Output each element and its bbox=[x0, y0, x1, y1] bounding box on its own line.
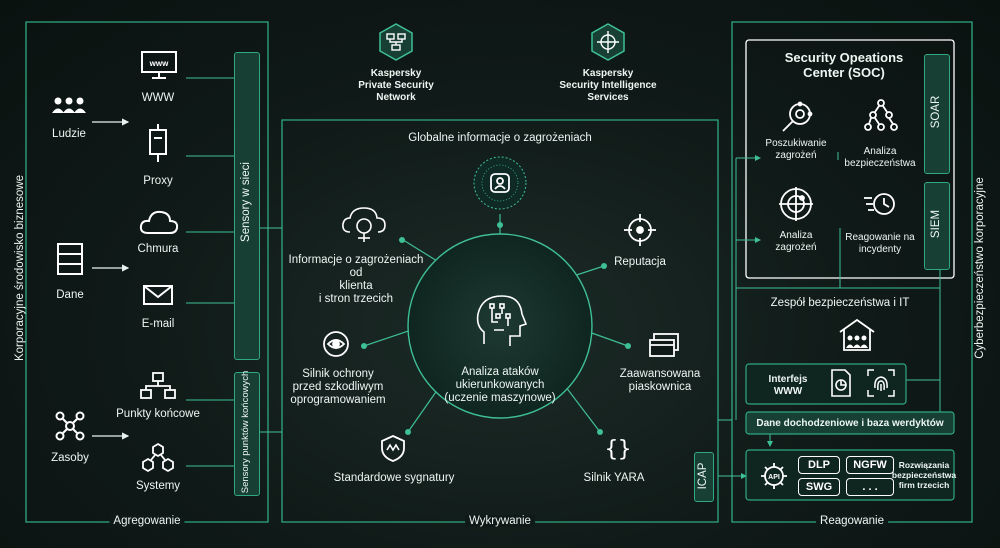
forensics-label: Dane dochodzeniowe i baza werdyktów bbox=[756, 418, 944, 429]
api-gear-icon: API bbox=[760, 462, 788, 495]
reputation-icon bbox=[622, 212, 658, 253]
aggregation-label: Agregowanie bbox=[109, 515, 185, 527]
threat-hunting-icon bbox=[780, 100, 814, 139]
soc-frame bbox=[745, 39, 955, 279]
central-analysis-circle bbox=[407, 233, 593, 419]
incident-response-icon bbox=[862, 188, 898, 223]
yara-label: Silnik YARA bbox=[583, 472, 645, 484]
icap-label: ICAP bbox=[697, 462, 709, 490]
input-cloud: Chmura bbox=[137, 243, 179, 255]
siem-label: SIEM bbox=[930, 209, 942, 239]
svg-text:API: API bbox=[768, 474, 780, 481]
detection-label: Wykrywanie bbox=[465, 515, 535, 527]
signature-shield-icon bbox=[380, 434, 406, 467]
soar-label: SOAR bbox=[930, 95, 942, 129]
network-sensors-label: Sensory w sieci bbox=[240, 162, 252, 242]
assets-network-icon bbox=[54, 410, 86, 447]
fingerprint-icon bbox=[866, 368, 896, 403]
www-icon: www bbox=[140, 50, 178, 85]
database-icon bbox=[56, 242, 84, 281]
detection-frame bbox=[281, 119, 719, 523]
email-icon bbox=[142, 284, 174, 311]
source-assets: Zasoby bbox=[51, 452, 89, 464]
svg-text:www: www bbox=[149, 59, 169, 68]
endpoint-sensors-bar bbox=[234, 372, 260, 496]
global-user-icon bbox=[488, 171, 512, 200]
response-label: Reagowanie bbox=[816, 515, 888, 527]
dlp-pill: DLP bbox=[798, 456, 840, 474]
ai-head-icon bbox=[474, 292, 528, 357]
security-team-label: Zespół bezpieczeństwa i IT bbox=[770, 297, 910, 309]
threat-analysis-icon bbox=[778, 186, 814, 227]
svg-text:{}: {} bbox=[606, 437, 630, 462]
sandbox-icon bbox=[648, 332, 680, 365]
cloud-brain-icon bbox=[340, 204, 388, 249]
systems-icon bbox=[140, 442, 176, 479]
input-www: WWW bbox=[141, 92, 175, 104]
left-vertical-label: Korporacyjne środowisko biznesowe bbox=[14, 175, 26, 362]
report-icon bbox=[830, 368, 852, 403]
response-frame bbox=[731, 21, 973, 523]
ksn-icon bbox=[376, 22, 416, 67]
endpoint-sensors-label: Sensory punktów końcowych bbox=[240, 370, 251, 494]
endpoints-icon bbox=[140, 372, 176, 405]
eye-shield-icon bbox=[322, 330, 350, 363]
security-analysis-icon bbox=[864, 98, 898, 137]
people-icon bbox=[50, 96, 88, 119]
siem-bar bbox=[924, 182, 950, 270]
input-proxy: Proxy bbox=[143, 175, 173, 187]
team-house-icon bbox=[838, 318, 876, 357]
input-endpoints: Punkty końcowe bbox=[116, 408, 200, 420]
ngfw-pill: NGFW bbox=[846, 456, 894, 474]
network-sensors-bar bbox=[234, 52, 260, 360]
soar-bar bbox=[924, 54, 950, 174]
aggregation-frame bbox=[25, 21, 269, 523]
input-systems: Systemy bbox=[135, 480, 181, 492]
cloud-icon bbox=[138, 208, 180, 241]
web-interface-box bbox=[745, 363, 907, 405]
intelligence-icon bbox=[588, 22, 628, 67]
reputation-label: Reputacja bbox=[614, 256, 666, 268]
right-vertical-label: Cyberbezpieczeństwo korporacyjne bbox=[974, 177, 986, 359]
proxy-icon bbox=[148, 124, 168, 167]
yara-braces-icon: {} bbox=[605, 434, 632, 467]
icap-bar bbox=[694, 452, 714, 502]
input-email: E-mail bbox=[141, 318, 175, 330]
signatures-label: Standardowe sygnatury bbox=[333, 472, 455, 484]
forensics-box bbox=[745, 411, 955, 435]
global-intel-title: Globalne informacje o zagrożeniach bbox=[408, 132, 592, 144]
source-data: Dane bbox=[56, 289, 84, 301]
more-pill: . . . bbox=[846, 478, 894, 496]
swg-pill: SWG bbox=[798, 478, 840, 496]
source-people: Ludzie bbox=[52, 128, 86, 140]
